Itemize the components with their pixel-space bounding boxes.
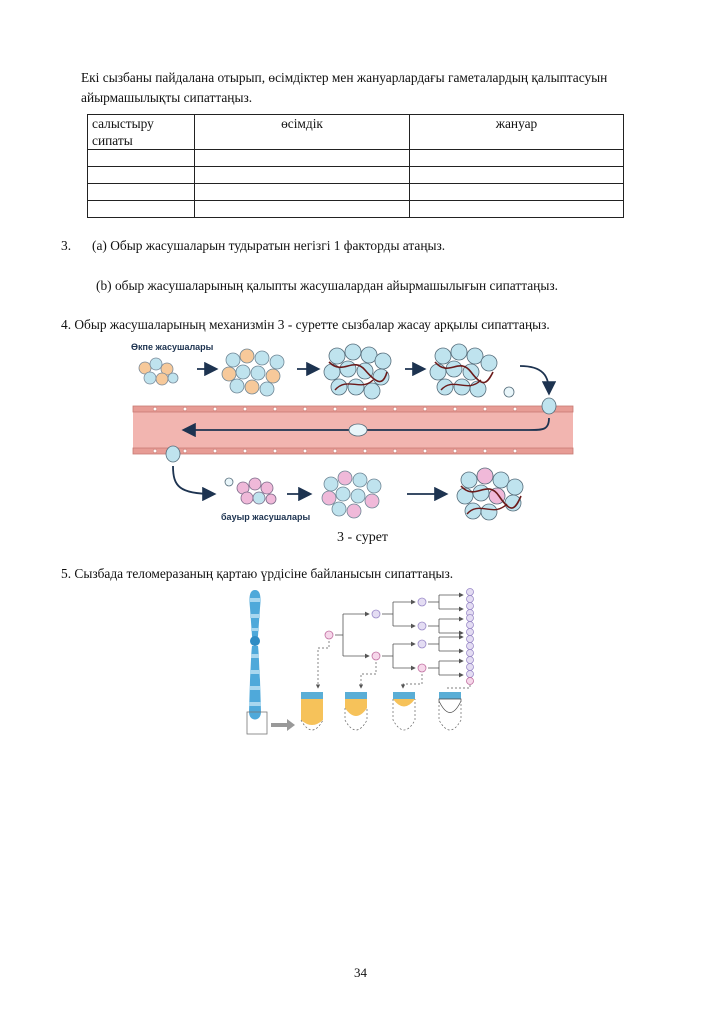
grey-arrow [271,719,295,731]
telomere-tube-2 [344,692,368,731]
table-cell[interactable] [194,183,410,201]
telomere-tube-1 [300,692,324,731]
page-number: 34 [354,965,367,980]
liver-tumor-cluster-2 [456,467,524,521]
liver-cells-cluster [224,477,277,505]
table-cell[interactable] [87,166,195,184]
comparison-table: салыстыру сипаты өсімдік жануар [87,114,624,218]
table-cell[interactable] [409,149,624,167]
circulating-cell-entering [541,397,557,415]
table-header-row: салыстыру сипаты өсімдік жануар [87,114,624,150]
circulating-cell [348,423,368,437]
table-header-cell: салыстыру сипаты [87,114,195,150]
question-5: 5. Сызбада теломеразаның қартаю үрдісіне… [61,566,454,581]
table-cell[interactable] [194,166,410,184]
table-cell[interactable] [194,149,410,167]
tree-to-telomere-connectors [315,641,471,689]
arrow-exit [172,465,217,502]
table-header-cell: өсімдік [194,114,410,150]
lung-cells-cluster [138,357,179,386]
question-3b: (b) обыр жасушаларының қалыпты жасушалар… [96,278,558,293]
tumor-cluster-2 [323,343,392,400]
table-cell[interactable] [87,149,195,167]
lung-cells-label: Өкпе жасушалары [131,342,214,352]
intro-paragraph: Екі сызбаны пайдалана отырып, өсімдіктер… [81,68,639,108]
telomere-tube-3 [392,692,416,731]
question-3a: (a) Обыр жасушаларын тудыратын негізгі 1… [92,238,446,253]
intro-line-2: айырмашылықты сипаттаңыз. [81,90,253,105]
cell-division-tree [324,588,474,685]
arrow-in-vessel [181,417,550,438]
arrow-4 [519,365,557,396]
table-cell[interactable] [87,183,195,201]
table-cell[interactable] [409,183,624,201]
table-row [87,149,624,167]
tumor-cluster-3 [429,343,515,398]
table-cell[interactable] [87,200,195,218]
telomere-tube-4 [438,692,462,731]
chromosome [246,590,268,735]
circulating-cell-exiting [165,445,181,463]
figure-3-caption: 3 - сурет [337,530,389,545]
table-row [87,166,624,184]
table-cell[interactable] [194,200,410,218]
table-cell[interactable] [409,166,624,184]
table-cell[interactable] [409,200,624,218]
question-4: 4. Обыр жасушаларының механизмін 3 - сур… [61,317,550,332]
table-row [87,200,624,218]
tumor-cluster-1 [221,348,285,397]
table-header-cell: жануар [409,114,624,150]
question-3-number: 3. [61,238,72,253]
liver-cells-label: бауыр жасушалары [221,512,310,522]
table-row [87,183,624,201]
telomere-figure [246,588,474,735]
intro-line-1: Екі сызбаны пайдалана отырып, өсімдіктер… [81,70,608,85]
liver-tumor-cluster-1 [321,470,382,519]
metastasis-figure: Өкпе жасушалары [131,342,574,522]
